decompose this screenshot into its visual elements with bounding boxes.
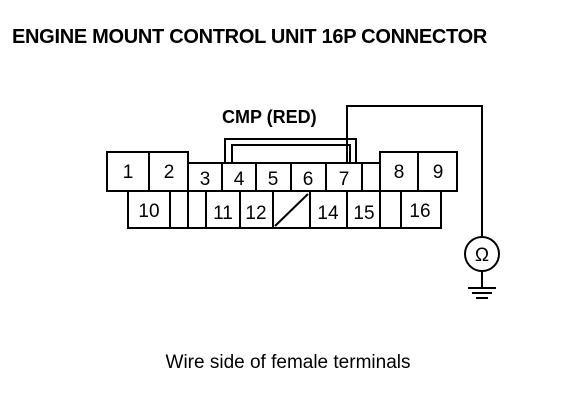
pin-8: 8 <box>394 162 405 183</box>
pin-labels: 1 2 3 4 5 6 7 8 9 10 11 12 14 15 16 <box>123 162 444 224</box>
diagram-caption: Wire side of female terminals <box>165 352 411 373</box>
connector-outline <box>106 151 458 229</box>
pin-15: 15 <box>353 203 374 224</box>
pin-10: 10 <box>138 201 159 222</box>
pin-16: 16 <box>409 201 430 222</box>
pin-3: 3 <box>200 169 211 190</box>
pin-11: 11 <box>213 203 233 224</box>
pin-1: 1 <box>123 162 134 183</box>
probe-wire <box>346 105 483 236</box>
pin-2: 2 <box>164 162 175 183</box>
ground-icon <box>468 271 496 299</box>
pin-12: 12 <box>245 203 266 224</box>
jumper-wire <box>224 138 357 163</box>
jumper-label: CMP (RED) <box>222 107 317 127</box>
blank-terminal-mark <box>274 193 309 227</box>
pin-6: 6 <box>303 169 314 190</box>
pin-14: 14 <box>317 203 339 224</box>
diagram-title: ENGINE MOUNT CONTROL UNIT 16P CONNECTOR <box>12 26 488 48</box>
pin-4: 4 <box>234 169 245 190</box>
pin-7: 7 <box>339 169 350 190</box>
pin-5: 5 <box>268 169 279 190</box>
pin-9: 9 <box>433 162 444 183</box>
meter-symbol: Ω <box>475 245 489 266</box>
